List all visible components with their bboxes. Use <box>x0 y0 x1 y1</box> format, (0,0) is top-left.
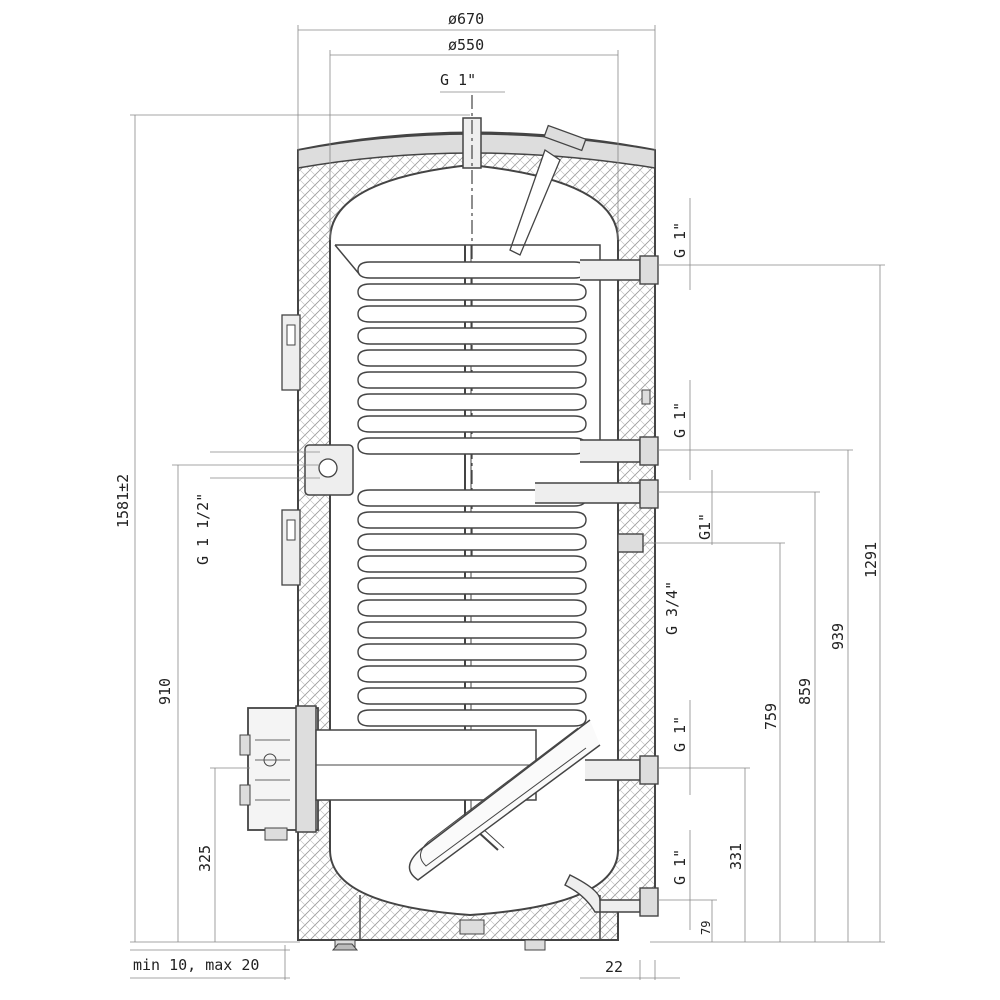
label-conn-upper-2: G 1" <box>671 402 689 438</box>
coil-loop <box>357 305 587 323</box>
label-flange-connection: G 1 1/2" <box>194 493 212 565</box>
coil-loop <box>357 621 587 639</box>
label-conn-circ: G 3/4" <box>663 581 681 635</box>
sensor-pocket-upper <box>281 314 301 391</box>
upper-coil-frame <box>334 244 601 440</box>
coil-loop <box>357 665 587 683</box>
dim-inner-diameter: ø550 <box>448 36 484 54</box>
dim-331: 331 <box>727 843 745 870</box>
coil-loop <box>357 261 587 279</box>
coil-loop <box>357 577 587 595</box>
coil-loop <box>357 349 587 367</box>
coil-loop <box>357 643 587 661</box>
dim-outer-diameter: ø670 <box>448 10 484 28</box>
coil-loop <box>357 415 587 433</box>
coil-loop <box>357 709 587 727</box>
inspection-flange <box>304 444 354 496</box>
coil-loop <box>357 555 587 573</box>
coil-loop <box>357 393 587 411</box>
dim-offset-22: 22 <box>605 958 623 976</box>
coil-loop <box>357 533 587 551</box>
lower-heating-coil <box>357 489 587 727</box>
label-conn-lower-1: G 1" <box>671 716 689 752</box>
dim-939: 939 <box>829 623 847 650</box>
coil-loop <box>357 437 587 455</box>
coil-loop <box>357 599 587 617</box>
coil-loop <box>357 327 587 345</box>
dim-total-height: 1581±2 <box>114 474 132 528</box>
dim-foot-adjust: min 10, max 20 <box>133 956 259 974</box>
label-conn-mid: G1" <box>696 513 714 540</box>
dim-759: 759 <box>762 703 780 730</box>
dim-859: 859 <box>796 678 814 705</box>
label-conn-lower-2: G 1" <box>671 849 689 885</box>
label-conn-upper-1: G 1" <box>671 222 689 258</box>
tank-feet <box>331 895 601 951</box>
coil-loop <box>357 371 587 389</box>
thermometer-sleeve <box>509 124 587 256</box>
dim-910: 910 <box>156 678 174 705</box>
dim-79: 79 <box>699 921 713 935</box>
diagonal-heater-element <box>408 719 601 881</box>
label-top-connection: G 1" <box>440 71 476 89</box>
upper-heating-coil <box>357 261 587 455</box>
coil-loop <box>357 687 587 705</box>
sensor-pocket-lower <box>281 509 301 586</box>
dim-1291: 1291 <box>862 542 880 578</box>
coil-loop <box>357 283 587 301</box>
dim-325: 325 <box>196 845 214 872</box>
dimension-lines: ø670 ø550 G 1" 1581±2 910 G 1 1/2" 325 G… <box>114 10 885 980</box>
coil-loop <box>357 511 587 529</box>
right-connection-pipes <box>535 255 659 917</box>
